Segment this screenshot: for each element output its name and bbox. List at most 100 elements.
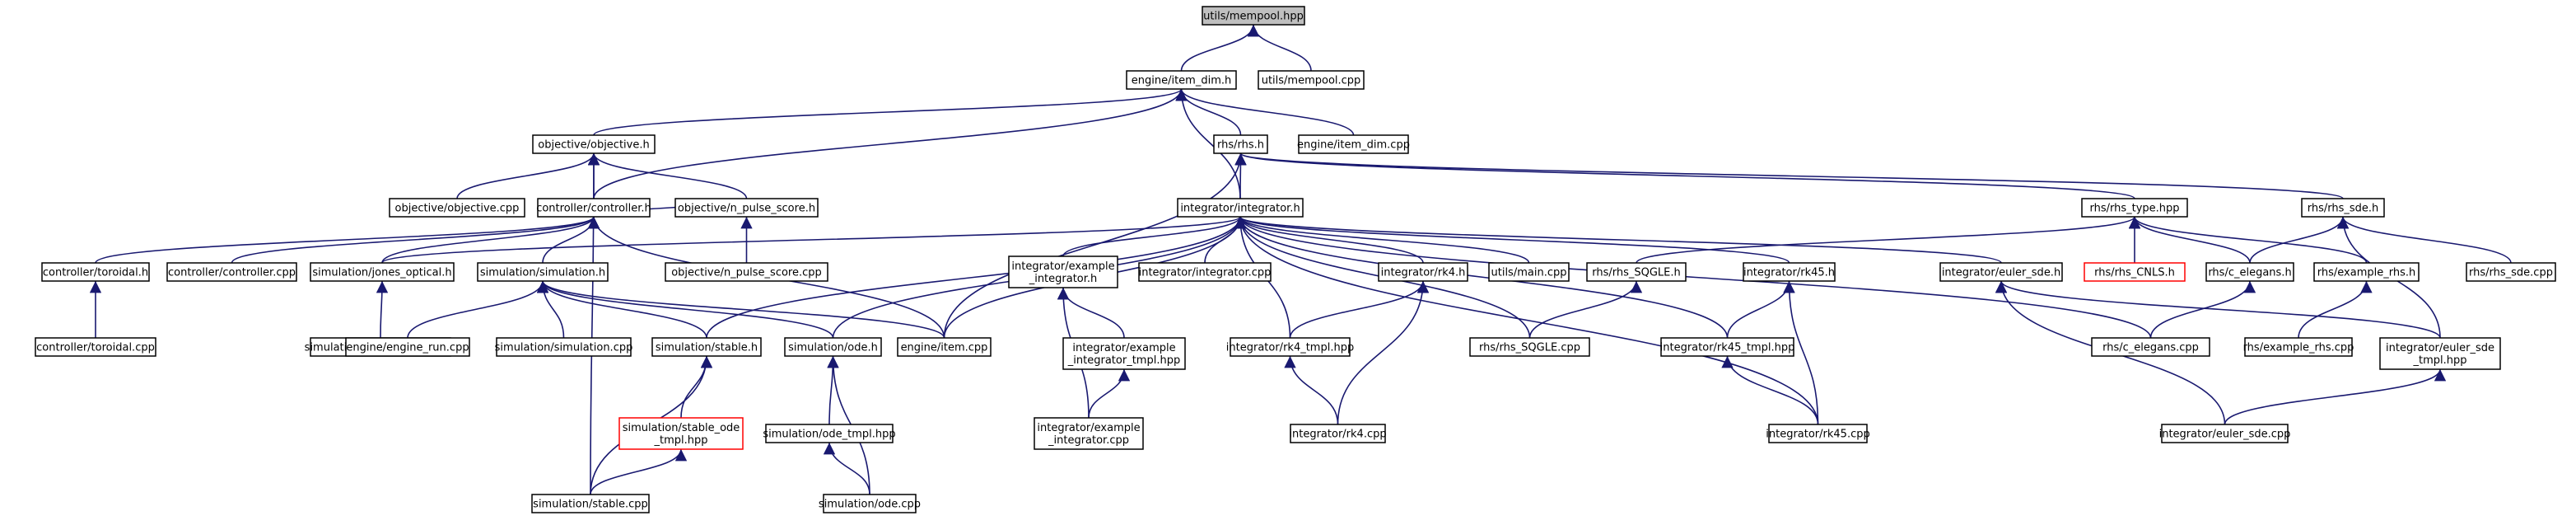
file-node-label: _integrator.cpp	[1048, 434, 1129, 447]
edge-n47-to-n41	[2224, 368, 2447, 425]
file-node[interactable]: rhs/rhs_CNLS.h	[2084, 262, 2186, 282]
file-node[interactable]: integrator/rk45.h	[1743, 262, 1836, 282]
edge-n35-to-n17	[1057, 287, 1125, 339]
edge-n41-to-n23	[1995, 280, 2441, 339]
file-node-label: integrator/example	[1011, 260, 1114, 273]
file-node[interactable]: controller/toroidal.h	[41, 262, 150, 282]
edge-n21-to-n10	[1636, 216, 2140, 264]
file-node-label: rhs/rhs_sde.cpp	[2469, 267, 2553, 279]
file-node[interactable]: simulation/stable_ode_tmpl.hpp	[618, 417, 744, 450]
file-node[interactable]: integrator/rk4.cpp	[1289, 424, 1387, 443]
file-node[interactable]: objective/objective.cpp	[389, 198, 525, 218]
edge-n49-to-n43	[823, 442, 870, 495]
edge-n15-to-n7	[381, 216, 600, 264]
file-node[interactable]: integrator/euler_sde.cpp	[2159, 424, 2291, 443]
file-node[interactable]: simulation/ode_tmpl.hpp	[763, 424, 896, 443]
edge-n23-to-n9	[1234, 216, 2002, 264]
file-node[interactable]: objective/n_pulse_score.h	[674, 198, 819, 218]
file-node[interactable]: integrator/rk4.h	[1378, 262, 1468, 282]
edge-n17-to-n9	[1062, 216, 1247, 257]
edge-n32-to-n9	[706, 216, 1247, 339]
file-node[interactable]: controller/controller.h	[536, 198, 651, 218]
file-node[interactable]: integrator/rk45.cpp	[1766, 424, 1870, 443]
edge-n38-to-n22	[1726, 280, 1795, 339]
file-node-box	[1290, 424, 1386, 443]
edge-n9-to-n1	[1175, 88, 1241, 199]
file-node[interactable]: rhs/rhs_type.hpp	[2081, 198, 2188, 218]
file-node-box	[496, 337, 632, 357]
edge-n3-to-n1	[593, 88, 1188, 136]
edge-n4-to-n1	[1175, 88, 1242, 136]
file-node[interactable]: engine/item.cpp	[897, 337, 992, 357]
file-node[interactable]: engine/item_dim.cpp	[1297, 134, 1410, 154]
file-node-box	[2161, 424, 2289, 443]
file-node-label: controller/toroidal.h	[43, 267, 148, 279]
file-node-label: simulation/stable.h	[656, 342, 758, 354]
file-node[interactable]: simulation/simulation.cpp	[495, 337, 633, 357]
file-node[interactable]: integrator/euler_sde_tmpl.hpp	[2379, 337, 2501, 370]
file-node-box	[784, 337, 882, 357]
file-node[interactable]: integrator/rk45_tmpl.hpp	[1660, 337, 1795, 357]
file-node[interactable]: utils/main.cpp	[1488, 262, 1570, 282]
file-node[interactable]: rhs/rhs.h	[1213, 134, 1268, 154]
file-node-label: simulation/ode.cpp	[819, 499, 921, 511]
file-node[interactable]: objective/objective.h	[532, 134, 656, 154]
file-node-box	[674, 198, 819, 218]
file-node[interactable]: rhs/example_rhs.h	[2313, 262, 2420, 282]
file-node[interactable]: integrator/example_integrator_tmpl.hpp	[1062, 337, 1186, 370]
file-node[interactable]: integrator/rk4_tmpl.hpp	[1226, 337, 1354, 357]
file-node-label: objective/objective.h	[538, 139, 649, 152]
file-node-box	[531, 494, 650, 513]
file-node-label: objective/objective.cpp	[395, 203, 520, 215]
file-node[interactable]: engine/item_dim.h	[1126, 70, 1237, 90]
file-node-label: engine/item.cpp	[901, 342, 988, 354]
file-node-label: controller/controller.h	[536, 203, 651, 215]
file-node[interactable]: rhs/rhs_sde.h	[2301, 198, 2385, 218]
file-node[interactable]: utils/mempool.hpp	[1202, 6, 1305, 26]
edge-n13-to-n7	[95, 216, 600, 264]
file-node-label: engine/engine_run.cpp	[346, 342, 469, 354]
edge-n15-to-n9	[381, 216, 1246, 264]
file-node[interactable]: simulation/ode.cpp	[819, 494, 921, 513]
file-node-box	[310, 262, 455, 282]
file-node[interactable]: simulation/jones_optical.h	[310, 262, 455, 282]
file-node[interactable]: rhs/rhs_sde.cpp	[2466, 262, 2556, 282]
file-node[interactable]: simulation/stable.cpp	[531, 494, 650, 513]
file-node-box	[532, 134, 656, 154]
file-node[interactable]: integrator/integrator.h	[1177, 198, 1304, 218]
file-node[interactable]: objective/n_pulse_score.cpp	[665, 262, 828, 282]
file-node[interactable]: rhs/c_elegans.h	[2205, 262, 2294, 282]
file-node[interactable]: rhs/rhs_SQGLE.cpp	[1469, 337, 1590, 357]
file-node-box	[2081, 198, 2188, 218]
file-node[interactable]: simulation/simulation.h	[477, 262, 609, 282]
file-node[interactable]: engine/engine_run.cpp	[345, 337, 470, 357]
file-node[interactable]: integrator/example_integrator.cpp	[1034, 417, 1144, 450]
file-node[interactable]: rhs/rhs_SQGLE.h	[1586, 262, 1687, 282]
file-node[interactable]: integrator/euler_sde.h	[1939, 262, 2063, 282]
edge-n25-to-n10	[2128, 216, 2251, 264]
edge-n20-to-n9	[1234, 216, 1530, 264]
file-node-label: rhs/rhs_SQGLE.h	[1592, 267, 1681, 279]
file-node-box	[1230, 337, 1351, 357]
file-node[interactable]: integrator/example_integrator.h	[1008, 255, 1118, 288]
file-node[interactable]: rhs/example_rhs.cpp	[2243, 337, 2354, 357]
edge-n34-to-n4	[943, 152, 1247, 339]
file-node-label: simulation/stable_ode	[623, 422, 740, 434]
edge-n36-to-n19	[1289, 280, 1430, 339]
file-node[interactable]: rhs/c_elegans.cpp	[2091, 337, 2210, 357]
file-node[interactable]: controller/toroidal.cpp	[35, 337, 156, 357]
edge-n44-to-n35	[1088, 368, 1131, 419]
file-node-label: _integrator_tmpl.hpp	[1067, 354, 1180, 367]
edge-n42-to-n32	[680, 355, 713, 419]
edge-n27-to-n11	[2336, 216, 2512, 264]
file-node[interactable]: simulation/stable.h	[651, 337, 762, 357]
edge-n7-to-n1	[593, 88, 1188, 199]
file-node[interactable]: controller/controller.cpp	[166, 262, 297, 282]
file-node-label: integrator/rk4.cpp	[1289, 429, 1386, 441]
file-node-box	[1378, 262, 1468, 282]
file-node[interactable]: utils/mempool.cpp	[1258, 70, 1365, 90]
file-node[interactable]: simulation/ode.h	[784, 337, 882, 357]
file-node[interactable]: integrator/integrator.cpp	[1138, 262, 1272, 282]
file-node-box	[651, 337, 762, 357]
edge-n29-to-n15	[376, 280, 389, 339]
